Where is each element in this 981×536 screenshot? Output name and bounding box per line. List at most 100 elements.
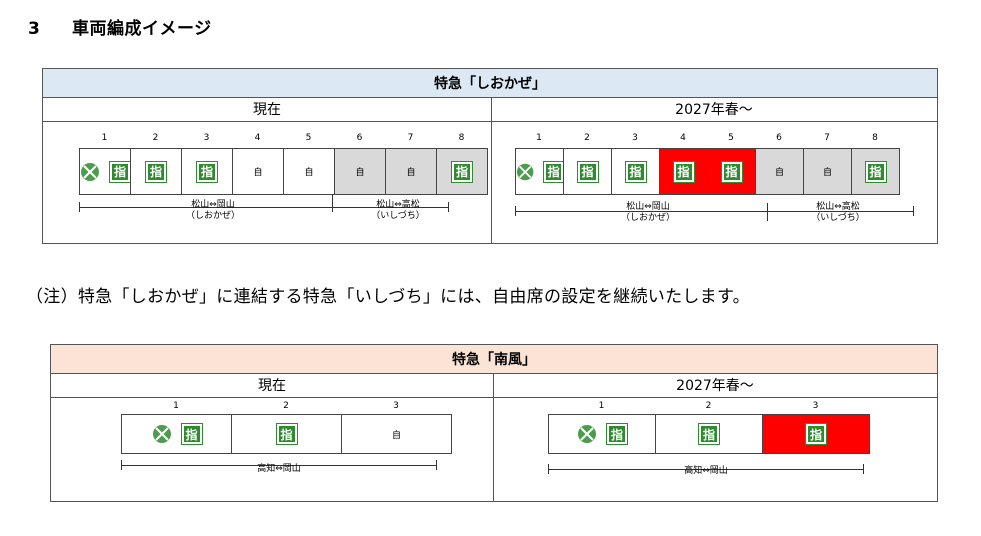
- car-1: 指: [548, 414, 656, 454]
- car-number: 3: [203, 133, 210, 143]
- route-tick: [863, 464, 864, 474]
- car-number: 2: [283, 401, 289, 411]
- car-number: 3: [632, 133, 638, 143]
- car-number: 5: [728, 133, 734, 143]
- car-1: 指: [79, 148, 131, 195]
- reserved-seat-badge: 指: [805, 423, 827, 445]
- route-tick: [436, 460, 437, 470]
- reserved-seat-badge: 指: [864, 160, 887, 183]
- route-sublabel-shiokaze: （しおかぜ）: [620, 213, 675, 223]
- car-number: 2: [705, 401, 712, 411]
- car-3: 指: [611, 148, 660, 195]
- free-seat-label: 自: [774, 168, 784, 178]
- car-number: 8: [872, 133, 878, 143]
- car-1: 指: [515, 148, 564, 195]
- reserved-seat-badge: 指: [606, 423, 628, 445]
- car-number: 6: [776, 133, 782, 143]
- car-number: 2: [152, 133, 159, 143]
- section-number: 3: [28, 19, 41, 39]
- reserved-seat-badge: 指: [624, 160, 647, 183]
- car-8: 指: [436, 148, 488, 195]
- route-label-shiokaze: 松山⇔岡山: [626, 202, 670, 212]
- car-number: 1: [173, 401, 179, 411]
- route-tick: [79, 202, 80, 212]
- route-split-tick: [332, 194, 333, 212]
- car-8: 指: [851, 148, 900, 195]
- car-number: 5: [305, 133, 312, 143]
- nanpu-future-header: 2027年春～: [493, 373, 937, 398]
- car-number: 7: [824, 133, 830, 143]
- route-tick: [548, 464, 549, 474]
- shiokaze-title: 特急「しおかぜ」: [43, 69, 937, 98]
- car-number: 1: [101, 133, 108, 143]
- car-number: 3: [812, 401, 819, 411]
- route-line: [548, 469, 863, 470]
- route-label-ishizuchi: 松山⇔高松: [376, 200, 420, 210]
- route-line: [79, 207, 448, 208]
- car-3: 指: [181, 148, 233, 195]
- reserved-seat-badge: 指: [720, 160, 743, 183]
- route-sublabel-ishizuchi: （いしづち）: [371, 211, 425, 221]
- free-seat-label: 自: [822, 168, 832, 178]
- reserved-seat-badge: 指: [543, 160, 564, 183]
- route-label-ishizuchi: 松山⇔高松: [816, 202, 860, 212]
- reserved-seat-badge: 指: [576, 160, 599, 183]
- route-label-nanpu: 高知⇔岡山: [684, 466, 728, 476]
- route-split-tick: [767, 203, 768, 221]
- shiokaze-column-divider: [491, 97, 492, 243]
- shiokaze-future-header: 2027年春～: [491, 97, 937, 122]
- car-2: 指: [563, 148, 612, 195]
- car-number: 1: [598, 401, 605, 411]
- section-title: 車両編成イメージ: [72, 19, 212, 39]
- car-7: 自: [803, 148, 852, 195]
- reserved-seat-badge: 指: [672, 160, 695, 183]
- route-sublabel-ishizuchi: （いしづち）: [811, 213, 865, 223]
- car-number: 3: [393, 401, 399, 411]
- car-2: 指: [231, 414, 342, 454]
- car-5: 自: [283, 148, 335, 195]
- route-sublabel-shiokaze: （しおかぜ）: [185, 211, 240, 221]
- note-text: （注）特急「しおかぜ」に連結する特急「いしづち」には、自由席の設定を継続いたしま…: [26, 287, 750, 307]
- free-seat-label: 自: [355, 168, 365, 178]
- nanpu-title: 特急「南風」: [51, 345, 937, 374]
- car-3: 自: [341, 414, 452, 454]
- car-7: 自: [385, 148, 437, 195]
- reserved-seat-badge: 指: [698, 423, 720, 445]
- reserved-seat-badge: 指: [451, 160, 473, 183]
- car-number: 4: [254, 133, 261, 143]
- green-car-icon: [152, 425, 171, 443]
- section-heading: 3 車両編成イメージ: [28, 14, 212, 39]
- free-seat-label: 自: [406, 168, 416, 178]
- car-6: 自: [755, 148, 804, 195]
- car-number: 7: [407, 133, 414, 143]
- route-label-shiokaze: 松山⇔岡山: [191, 200, 235, 210]
- car-number: 4: [680, 133, 686, 143]
- car-2: 指: [130, 148, 182, 195]
- green-car-icon: [81, 162, 99, 181]
- car-number: 6: [356, 133, 363, 143]
- reserved-seat-badge: 指: [145, 160, 167, 183]
- route-tick: [121, 460, 122, 470]
- nanpu-column-divider: [493, 373, 494, 501]
- route-tick: [448, 202, 449, 212]
- free-seat-label: 自: [253, 168, 263, 178]
- nanpu-current-header: 現在: [51, 373, 493, 398]
- reserved-seat-badge: 指: [196, 160, 218, 183]
- free-seat-label: 自: [304, 168, 314, 178]
- route-tick: [913, 206, 914, 216]
- car-5: 指: [707, 148, 756, 195]
- reserved-seat-badge: 指: [275, 423, 298, 445]
- reserved-seat-badge: 指: [109, 160, 131, 183]
- free-seat-label: 自: [391, 430, 401, 441]
- car-4: 自: [232, 148, 284, 195]
- green-car-icon: [578, 425, 596, 443]
- green-car-icon: [516, 163, 534, 180]
- car-number: 8: [458, 133, 465, 143]
- car-4: 指: [659, 148, 708, 195]
- route-tick: [515, 206, 516, 216]
- route-line: [121, 465, 436, 466]
- car-2: 指: [655, 414, 763, 454]
- shiokaze-current-header: 現在: [43, 97, 491, 122]
- car-3: 指: [762, 414, 870, 454]
- car-number: 1: [536, 133, 542, 143]
